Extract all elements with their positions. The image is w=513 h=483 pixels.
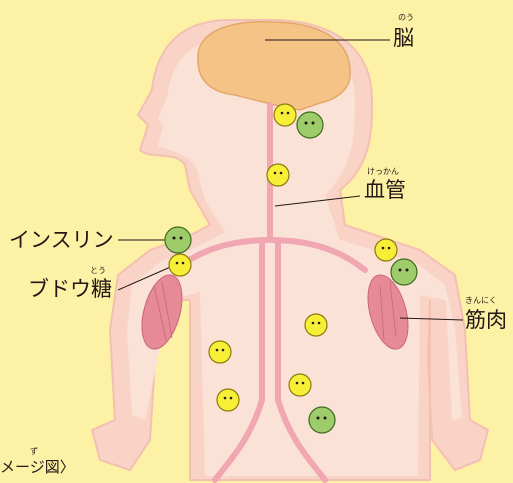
caption-ruby: ず [30,447,38,456]
glucose-label: ブドウ糖 [28,277,112,301]
vessel-ruby: けっかん [367,167,399,176]
glucose-ruby: とう [90,266,106,275]
glucose-character [169,254,191,276]
insulin-character [309,407,335,433]
brain-label: 脳 [393,26,414,50]
glucose-character [289,374,311,396]
muscle-label: 筋肉 [465,308,507,332]
muscle-ruby: きんにく [465,296,497,305]
insulin-character [391,259,417,285]
glucose-character [209,341,231,363]
vessel-label: 血管 [364,178,406,202]
glucose-character [267,164,289,186]
glucose-character [217,389,239,411]
brain-ruby: のう [398,13,414,22]
insulin-character [165,227,191,253]
insulin-character [297,112,323,138]
glucose-character [305,314,327,336]
glucose-character [375,239,397,261]
figure-caption: メージ図〉 [0,458,75,476]
insulin-label: インスリン [9,228,114,252]
glucose-character [274,104,296,126]
